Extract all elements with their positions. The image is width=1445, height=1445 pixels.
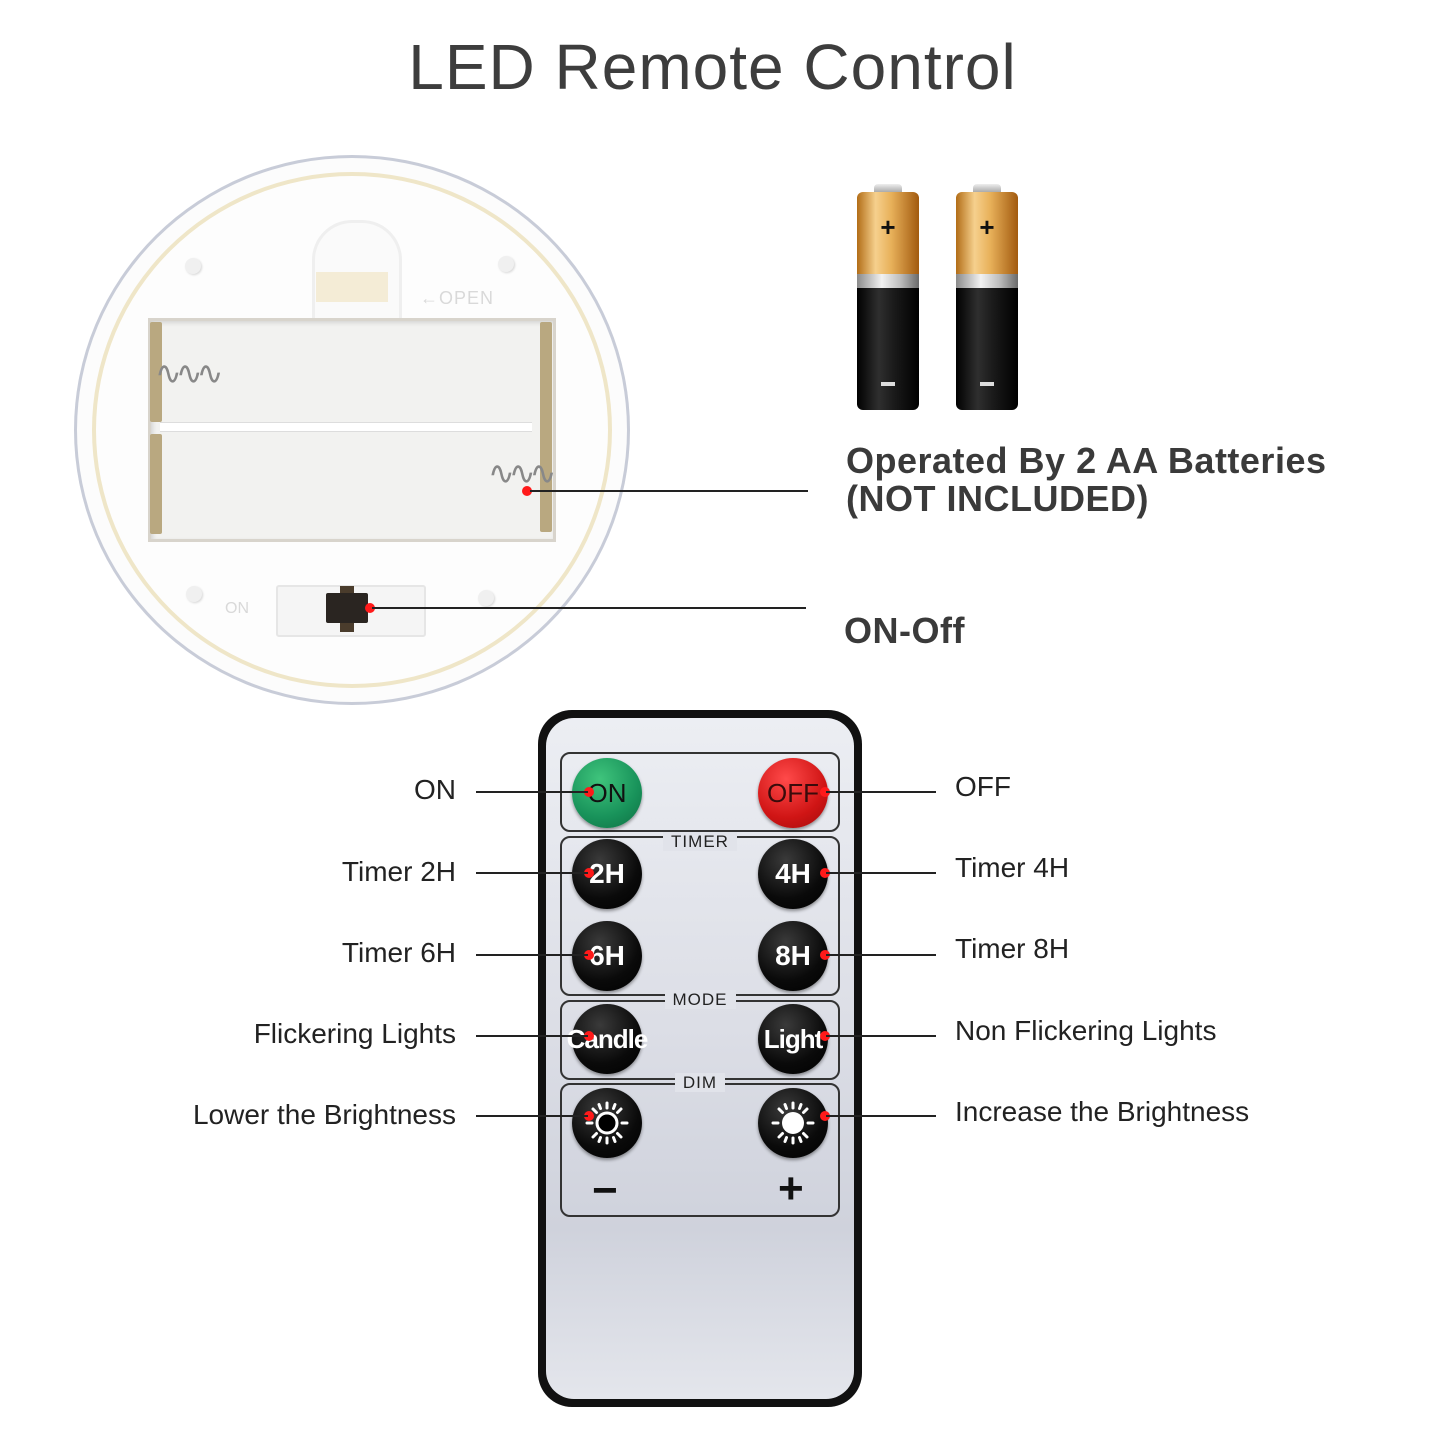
label-timer-2h: Timer 2H [341,856,456,887]
minus-icon [881,382,895,386]
open-arrow-label: ←OPEN [420,288,495,308]
label-timer-8h: Timer 8H [955,933,1070,964]
battery-contact [150,322,162,422]
screw-icon [498,256,514,272]
label-lower-brightness: Lower the Brightness [192,1099,456,1130]
minus-icon [980,382,994,386]
timer-group-label: TIMER [663,832,737,851]
candle-mode-button[interactable]: Candle [567,1004,648,1074]
off-button[interactable]: OFF [758,758,828,828]
label-flickering-lights: Flickering Lights [253,1018,456,1049]
battery-slot-divider [160,422,532,432]
label-non-flickering-lights: Non Flickering Lights [955,1015,1217,1046]
label-off: OFF [955,771,1011,802]
label-timer-4h: Timer 4H [955,852,1070,883]
marker-dot [522,486,532,496]
minus-icon: − [592,1166,618,1215]
remote-control: ON OFF TIMER 2H 4H 6H 8H MODE Candle Lig… [538,710,862,1407]
leader-line [826,791,936,793]
label-on: ON [414,774,456,805]
power-switch[interactable] [326,593,368,623]
marker-dot [820,1111,830,1121]
marker-dot [820,868,830,878]
battery-contact [540,322,552,532]
marker-dot [820,787,830,797]
leader-line [826,954,936,956]
battery-callout: Operated By 2 AA Batteries (NOT INCLUDED… [846,442,1327,518]
label-timer-6h: Timer 6H [341,937,456,968]
aa-battery: + [956,184,1018,416]
timer-group: TIMER [560,832,840,996]
plus-icon: + [979,212,995,242]
leader-line [476,872,588,874]
leader-line [476,791,588,793]
plus-icon: + [778,1164,804,1213]
on-off-callout: ON-Off [844,610,965,651]
screw-icon [185,258,201,274]
label-increase-brightness: Increase the Brightness [955,1096,1250,1127]
mode-group-label: MODE [664,990,736,1009]
timer-2h-button[interactable]: 2H [572,839,642,909]
timer-4h-button[interactable]: 4H [758,839,828,909]
spring-icon: ∿∿∿ [488,454,556,492]
leader-line [826,1035,936,1037]
cover-latch [312,220,402,320]
marker-dot [584,787,594,797]
timer-6h-button[interactable]: 6H [572,921,642,991]
leader-line [826,872,936,874]
screw-icon [186,586,202,602]
page-title: LED Remote Control [408,31,1017,103]
battery-contact [150,434,162,534]
dim-group-label: DIM [674,1073,726,1092]
leader-line [372,607,806,609]
marker-dot [820,950,830,960]
on-button[interactable]: ON [572,758,642,828]
marker-dot [584,950,594,960]
dim-up-button[interactable] [758,1088,828,1158]
leader-line [826,1115,936,1117]
marker-dot [365,603,375,613]
sun-dark-icon [585,1101,629,1145]
leader-line [476,1115,588,1117]
marker-dot [584,868,594,878]
cover-latch-hole [316,272,388,302]
leader-line [476,954,588,956]
sun-bright-icon [771,1101,815,1145]
timer-8h-button[interactable]: 8H [758,921,828,991]
battery-callout-line1: Operated By 2 AA Batteries [846,440,1327,481]
marker-dot [584,1031,594,1041]
plus-icon: + [880,212,896,242]
aa-battery: + [857,184,919,416]
battery-callout-line2: (NOT INCLUDED) [846,478,1149,519]
leader-line [476,1035,588,1037]
dim-group: DIM [560,1073,840,1217]
marker-dot [820,1031,830,1041]
screw-icon [478,590,494,606]
leader-line [530,490,808,492]
spring-icon: ∿∿∿ [155,354,223,392]
switch-on-label: ON [225,600,249,617]
light-mode-button[interactable]: Light [758,1004,828,1074]
dim-down-button[interactable] [572,1088,642,1158]
remote-face: ON OFF TIMER 2H 4H 6H 8H MODE Candle Lig… [546,718,854,1399]
marker-dot [584,1111,594,1121]
